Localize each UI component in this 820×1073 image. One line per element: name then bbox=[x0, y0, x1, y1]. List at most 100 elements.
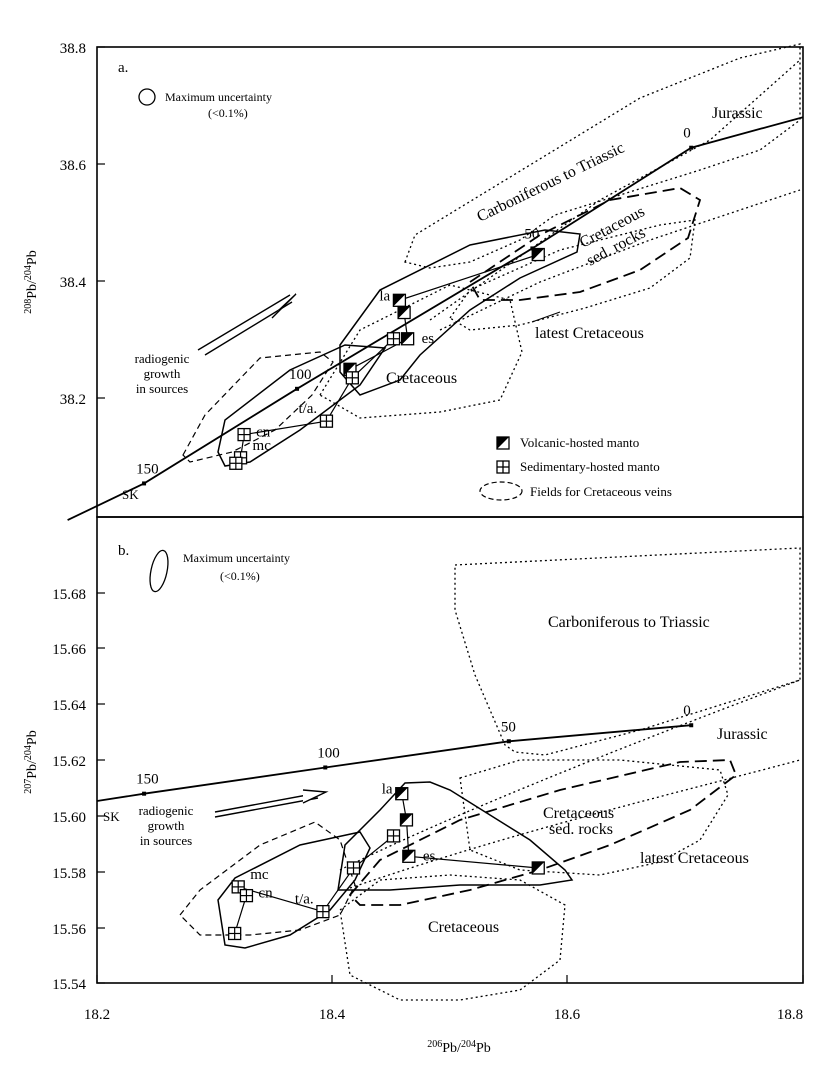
panel-b-y-tick-labels: 15.54 15.56 15.58 15.60 15.62 15.64 15.6… bbox=[52, 587, 86, 993]
field-jurassic bbox=[339, 679, 801, 889]
panel-frame bbox=[96, 46, 804, 984]
radiogenic-arrow-head bbox=[302, 789, 329, 804]
radiogenic-arrow bbox=[214, 789, 329, 818]
growth-curve-age-tick bbox=[689, 723, 694, 728]
radiogenic-label-line: radiogenic bbox=[139, 803, 194, 818]
radiogenic-label-line: growth bbox=[148, 818, 185, 833]
radiogenic-label-line: growth bbox=[144, 366, 181, 381]
panel-a-y-tick-labels: 38.2 38.4 38.6 38.8 bbox=[60, 41, 87, 408]
point-label: cn bbox=[256, 425, 271, 441]
field-latest-cretaceous bbox=[449, 219, 696, 331]
field-label-cretaceous: Cretaceous bbox=[428, 919, 499, 936]
y-tick-label: 38.2 bbox=[60, 392, 86, 408]
legend-fields-marker bbox=[479, 481, 523, 501]
x-tick-label: 18.8 bbox=[777, 1007, 803, 1023]
field-label-carboniferous: Carboniferous to Triassic bbox=[548, 614, 710, 631]
uncertainty-label: Maximum uncertainty bbox=[165, 90, 272, 104]
panel-a-field-labels: Carboniferous to Triassic Jurassic Creta… bbox=[386, 105, 763, 387]
point-label: es bbox=[422, 331, 435, 347]
field-cretaceous-sed-rocks bbox=[468, 187, 702, 301]
growth-curve-age-label: 50 bbox=[524, 226, 539, 242]
radiogenic-arrow-shaft-2 bbox=[214, 797, 319, 818]
y-tick-label: 15.54 bbox=[52, 977, 86, 993]
point-label: la bbox=[382, 782, 393, 798]
field-carboniferous-triassic bbox=[454, 547, 801, 756]
volcanic-manto-point bbox=[531, 247, 545, 262]
volcanic-manto-point bbox=[399, 813, 414, 827]
sedimentary-manto-point bbox=[386, 829, 401, 843]
growth-curve-age-label: 150 bbox=[136, 461, 159, 477]
point-label: t/a. bbox=[298, 401, 317, 417]
legend-volcanic-label: Volcanic-hosted manto bbox=[520, 435, 639, 450]
y-tick-label: 38.4 bbox=[60, 275, 87, 291]
panel-a-y-ticks bbox=[97, 46, 105, 399]
uncertainty-sublabel: (<0.1%) bbox=[220, 569, 260, 583]
uncertainty-sublabel: (<0.1%) bbox=[208, 106, 248, 120]
y-tick-label: 15.64 bbox=[52, 698, 86, 714]
y-tick-label: 38.8 bbox=[60, 41, 86, 57]
growth-curve-age-tick bbox=[323, 765, 328, 770]
field-cretaceous-sed-rocks bbox=[348, 759, 738, 906]
point-label: es bbox=[423, 848, 436, 864]
y-tick-label: 15.56 bbox=[52, 922, 86, 938]
legend-volcanic-marker bbox=[496, 436, 510, 450]
panel-a-label: a. bbox=[118, 60, 128, 76]
growth-curve-line bbox=[96, 724, 692, 802]
sedimentary-manto-point bbox=[319, 414, 334, 428]
growth-curve-age-tick bbox=[295, 386, 300, 391]
point-label: mc bbox=[250, 867, 269, 883]
y-tick-label: 15.66 bbox=[52, 642, 86, 658]
sedimentary-manto-point bbox=[316, 904, 330, 919]
radiogenic-arrow-shaft bbox=[197, 294, 291, 351]
panel-b-field-labels: Carboniferous to Triassic Jurassic Creta… bbox=[428, 614, 768, 936]
field-label-cretaceous-sed: Cretaceous bbox=[543, 805, 614, 822]
panel-b-y-ticks bbox=[97, 592, 105, 984]
sedimentary-manto-point bbox=[229, 456, 243, 470]
field-label-latest-cretaceous: latest Cretaceous bbox=[535, 325, 644, 342]
growth-curve-age-label: 0 bbox=[683, 703, 691, 719]
panel-b-frame bbox=[96, 516, 804, 984]
latest-cretaceous-pointer bbox=[531, 311, 561, 323]
y-tick-label: 15.60 bbox=[52, 810, 86, 826]
series-connector bbox=[401, 793, 539, 869]
panel-a-y-axis-label: 208Pb/204Pb bbox=[23, 250, 40, 313]
panel-b-fields bbox=[179, 547, 801, 1001]
field-label-carboniferous: Carboniferous to Triassic bbox=[474, 139, 627, 225]
field-label-cretaceous: Cretaceous bbox=[386, 370, 457, 387]
sedimentary-manto-point bbox=[386, 332, 401, 346]
legend-sedimentary-marker bbox=[496, 460, 510, 474]
x-tick-label: 18.4 bbox=[319, 1007, 346, 1023]
field-cretaceous bbox=[339, 874, 566, 1001]
radiogenic-arrow-shaft bbox=[214, 792, 319, 813]
x-tick-label: 18.6 bbox=[554, 1007, 581, 1023]
field-label-jurassic: Jurassic bbox=[712, 105, 763, 122]
growth-curve-line bbox=[67, 116, 804, 521]
panel-a-legend: Volcanic-hosted manto Sedimentary-hosted… bbox=[479, 435, 672, 501]
sedimentary-manto-point bbox=[237, 427, 251, 442]
field-cretaceous-veins-outer bbox=[182, 351, 334, 463]
point-label: t/a. bbox=[295, 892, 314, 908]
field-cretaceous bbox=[319, 284, 523, 419]
field-volcanic-hosted-envelope bbox=[337, 781, 574, 891]
radiogenic-label-line: radiogenic bbox=[135, 351, 190, 366]
y-tick-label: 15.62 bbox=[52, 754, 86, 770]
volcanic-manto-point bbox=[400, 332, 415, 346]
uncertainty-circle bbox=[138, 88, 156, 106]
uncertainty-ellipse bbox=[149, 549, 169, 593]
legend-sedimentary-label: Sedimentary-hosted manto bbox=[520, 459, 660, 474]
field-label-jurassic: Jurassic bbox=[717, 726, 768, 743]
growth-curve-age-label: 50 bbox=[501, 719, 516, 735]
volcanic-manto-point bbox=[397, 305, 411, 320]
volcanic-manto-point bbox=[395, 787, 409, 801]
field-label-sed-rocks: sed. rocks bbox=[549, 821, 613, 838]
point-label: mc bbox=[253, 438, 272, 454]
volcanic-manto-point bbox=[531, 861, 545, 875]
growth-curve-label: SK bbox=[103, 809, 120, 824]
growth-curve-age-label: 0 bbox=[683, 126, 691, 142]
growth-curve-age-tick bbox=[689, 145, 694, 150]
